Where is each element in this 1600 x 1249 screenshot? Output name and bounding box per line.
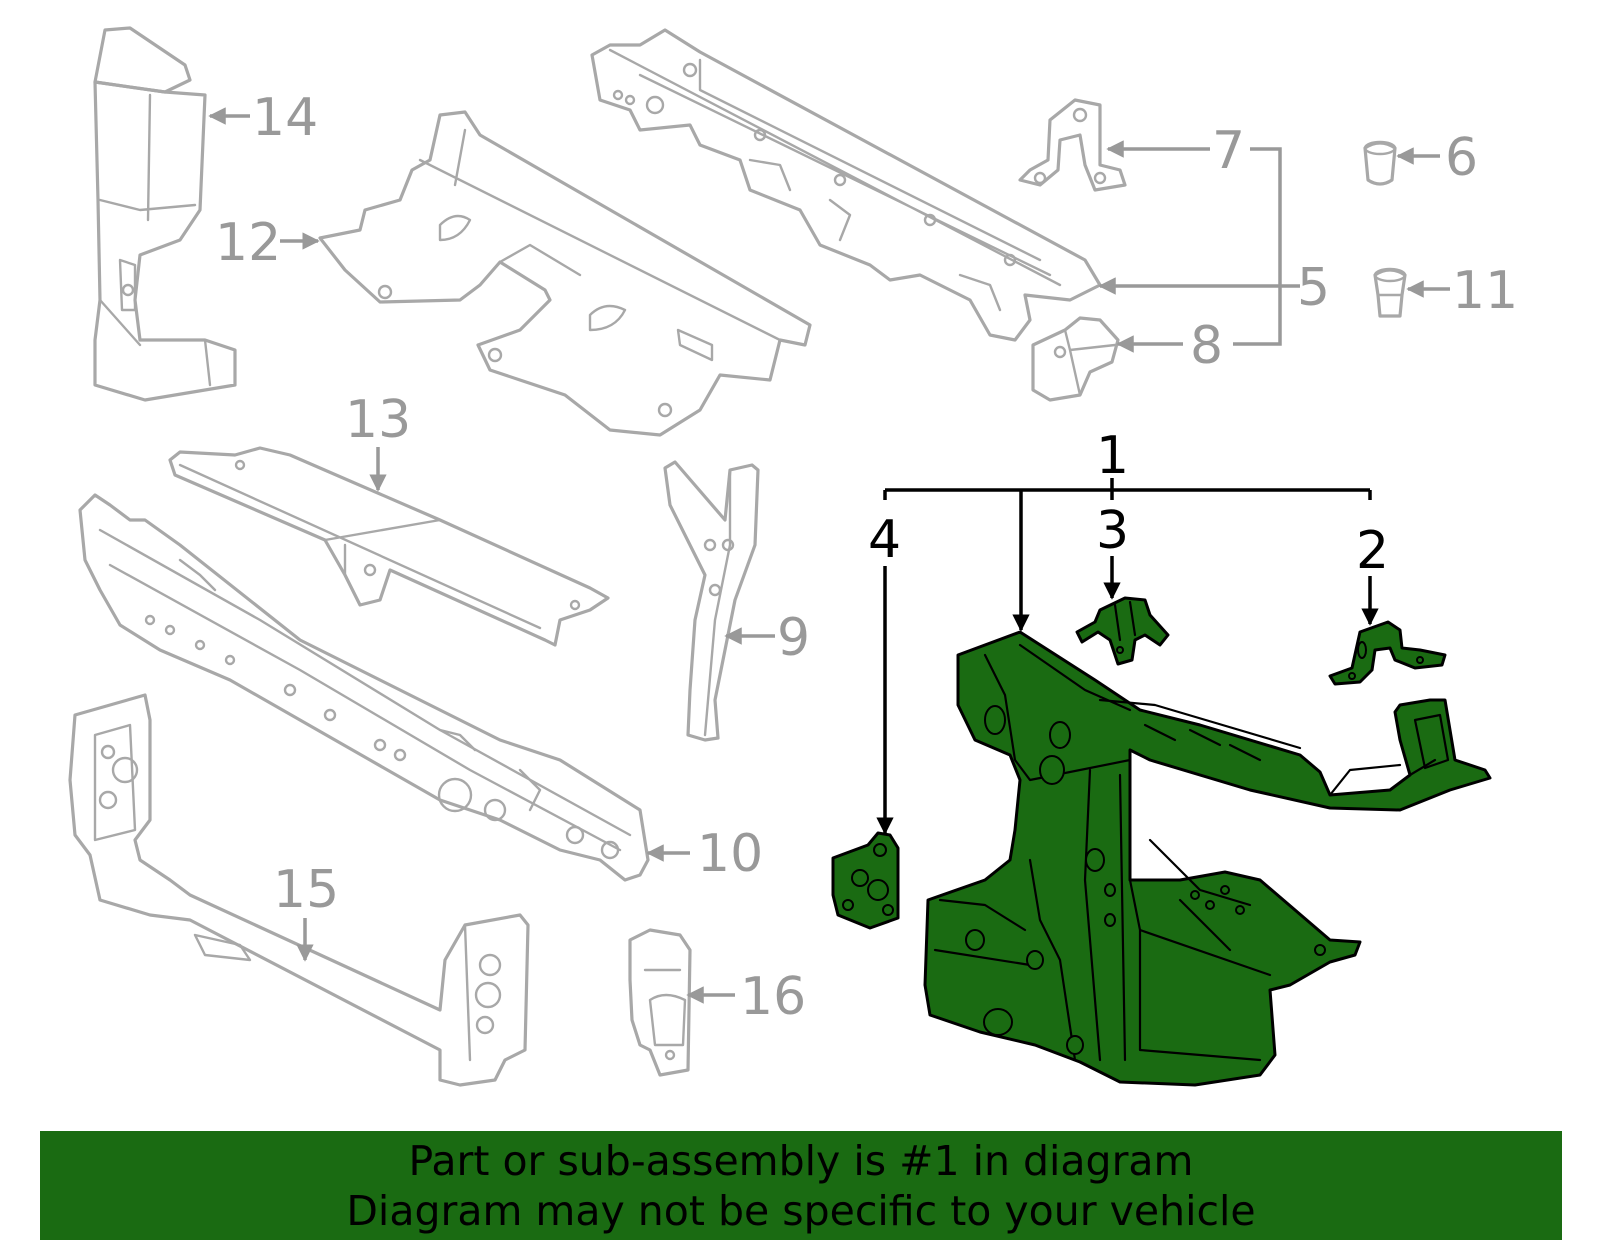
callout-6: 6 xyxy=(1445,128,1478,188)
part-15-lower-member xyxy=(68,693,530,1087)
callout-1: 1 xyxy=(1096,426,1129,486)
part-10-reinforcement xyxy=(78,493,650,882)
banner-line-1: Part or sub-assembly is #1 in diagram xyxy=(408,1136,1194,1185)
black-leader-lines xyxy=(876,478,1379,835)
part-5-upper-tie-bar xyxy=(590,28,1102,342)
notice-banner: Part or sub-assembly is #1 in diagram Di… xyxy=(40,1131,1562,1240)
part-1-radiator-support-assembly xyxy=(923,630,1492,1087)
callout-10: 10 xyxy=(697,824,763,884)
callout-8: 8 xyxy=(1190,316,1223,376)
part-6-clip xyxy=(1363,140,1397,186)
callout-7: 7 xyxy=(1212,121,1245,181)
callout-11: 11 xyxy=(1452,261,1518,321)
part-8-bracket xyxy=(1031,316,1120,402)
part-9-support xyxy=(663,460,760,742)
part-2-bracket xyxy=(1328,620,1447,686)
callout-12: 12 xyxy=(215,213,281,273)
callout-13: 13 xyxy=(345,390,411,450)
callout-2: 2 xyxy=(1356,521,1389,581)
callout-5: 5 xyxy=(1297,258,1330,318)
part-3-bracket xyxy=(1075,596,1170,666)
banner-line-2: Diagram may not be specific to your vehi… xyxy=(346,1186,1256,1235)
callout-4: 4 xyxy=(868,510,901,570)
part-11-clip xyxy=(1373,267,1407,318)
callout-3: 3 xyxy=(1096,501,1129,561)
part-7-bracket xyxy=(1018,98,1127,192)
callout-16: 16 xyxy=(740,967,806,1027)
grey-leader-lines xyxy=(208,107,1450,1004)
part-12-splash-shield xyxy=(318,110,812,437)
part-4-bracket xyxy=(831,831,900,930)
part-14-air-guide xyxy=(93,26,237,402)
callout-9: 9 xyxy=(777,608,810,668)
callout-15: 15 xyxy=(273,860,339,920)
part-16-bracket xyxy=(628,928,692,1077)
callout-14: 14 xyxy=(252,88,318,148)
part-13-deflector xyxy=(168,446,610,647)
